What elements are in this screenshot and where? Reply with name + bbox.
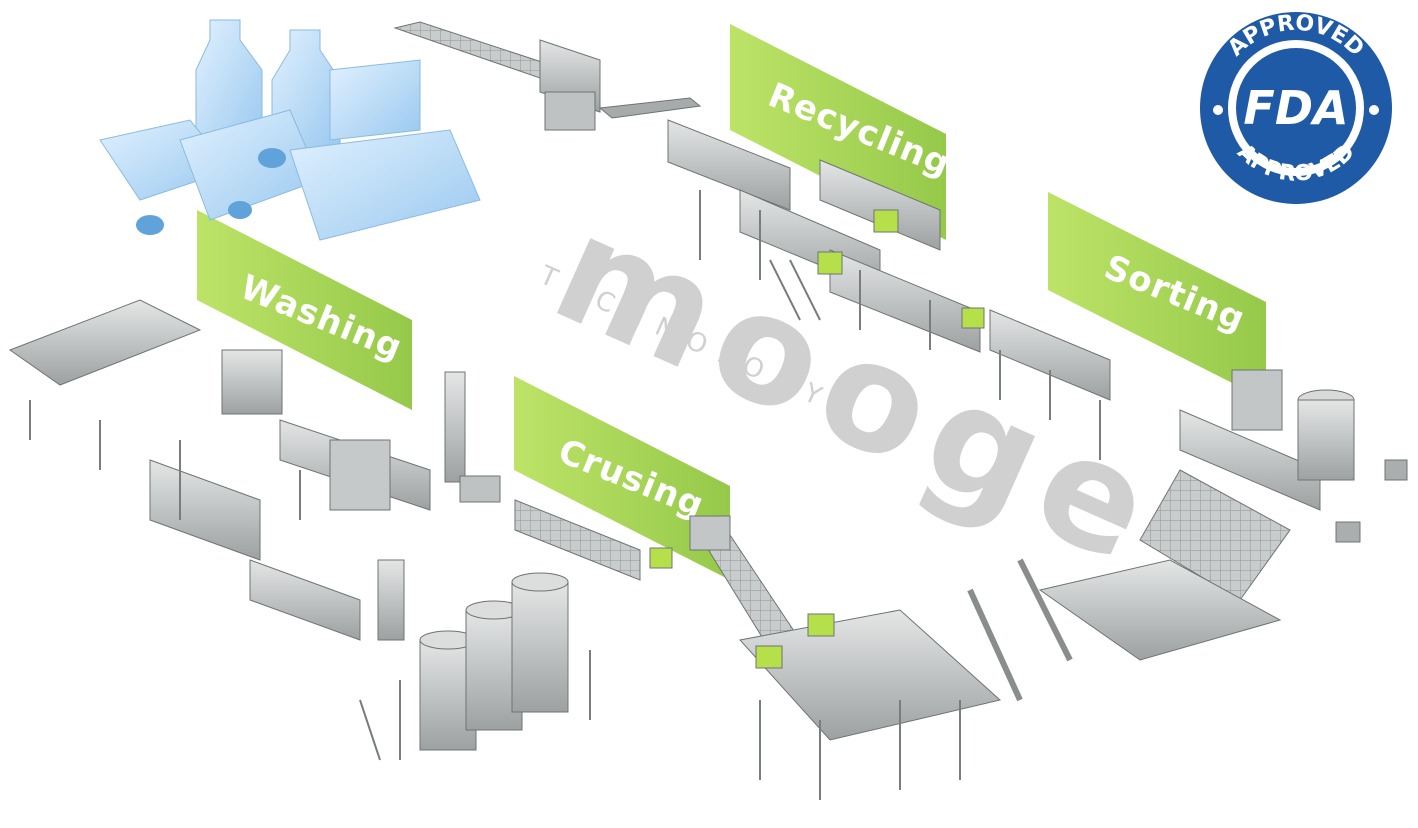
washing-machines (8, 299, 501, 641)
recycling-machines (667, 119, 985, 353)
top-conveyor (393, 21, 702, 131)
sorting-banner: Sorting (1048, 192, 1266, 400)
badge-center-text: FDA (1243, 81, 1348, 135)
badge-dot-left (1213, 105, 1223, 115)
storage-silos (359, 559, 591, 761)
sorting-machines (989, 309, 1408, 661)
plastic-bottles-image (99, 19, 481, 241)
badge-dot-right (1369, 105, 1379, 115)
fda-approved-badge: APPROVED APPROVED FDA (1200, 11, 1392, 204)
crushing-machines (514, 499, 1073, 800)
